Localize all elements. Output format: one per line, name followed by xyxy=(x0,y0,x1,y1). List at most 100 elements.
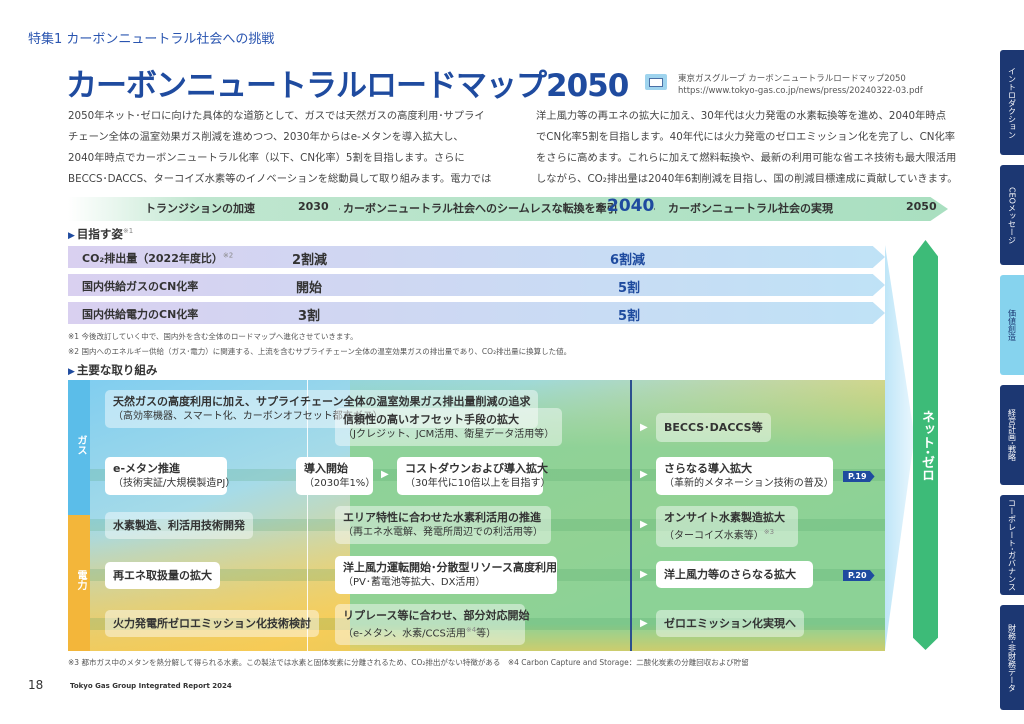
report-name: Tokyo Gas Group Integrated Report 2024 xyxy=(70,682,232,690)
box-title: オンサイト水素製造拡大 xyxy=(664,511,785,524)
box-title: ゼロエミッション化実現へ xyxy=(664,617,796,630)
page-ref-link[interactable]: P.20 xyxy=(843,570,875,581)
box-sub: （Jクレジット、JCM活用、衛星データ活用等） xyxy=(343,429,555,440)
arrow-right-icon: ▶ xyxy=(640,422,648,433)
note-mark: ※1 xyxy=(122,227,134,236)
side-tab-value[interactable]: 価値創造 xyxy=(1000,275,1024,375)
band-stripe xyxy=(90,618,885,630)
box-title: さらなる導入拡大 xyxy=(664,462,752,475)
targets-heading: 目指す姿※1 xyxy=(68,226,133,242)
page-number: 18 xyxy=(28,678,44,692)
initiative-box: 水素製造、利活用技術開発 xyxy=(105,512,253,539)
divider-2040 xyxy=(630,380,632,651)
side-tab-strategy[interactable]: 経営計画･戦略 xyxy=(1000,385,1024,485)
year-2050: 2050 xyxy=(906,200,937,213)
note-mark: ※4 xyxy=(465,626,477,634)
text-line: BECCS･DACCS、ターコイズ水素等のイノベーションを総動員して取り組みます… xyxy=(68,173,492,185)
side-tab-governance[interactable]: コーポレート･ガバナンス xyxy=(1000,495,1024,595)
row-label: 国内供給ガスのCN化率 xyxy=(82,280,199,293)
footnote: ※2 国内へのエネルギー供給（ガス･電力）に関連する、上流を含むサプライチェーン… xyxy=(68,347,572,356)
initiative-box: 洋上風力運転開始･分散型リソース高度利用（PV･蓄電池等拡大、DX活用） xyxy=(335,556,557,594)
initiative-box: BECCS･DACCS等 xyxy=(656,413,771,442)
side-tab-ceo[interactable]: CEOメッセージ xyxy=(1000,165,1024,265)
box-title: 導入開始 xyxy=(304,462,348,475)
heading-text: 目指す姿 xyxy=(76,227,123,241)
box-title: リプレース等に合わせ、部分対応開始 xyxy=(343,609,530,622)
initiative-box: 導入開始 （2030年1%） xyxy=(296,457,376,495)
side-tab-intro[interactable]: イントロダクション xyxy=(1000,50,1024,155)
text-line: チェーン全体の温室効果ガス削減を進めつつ、2030年からはe-メタンを導入拡大し… xyxy=(68,131,464,143)
arrow-right-icon: ▶ xyxy=(640,618,648,629)
box-title: コストダウンおよび導入拡大 xyxy=(405,462,548,475)
box-sub: （革新的メタネーション技術の普及） xyxy=(664,478,834,489)
value-2030: 2割減 xyxy=(292,253,328,268)
gas-label-strip: ガス xyxy=(68,380,90,515)
panel-overlay xyxy=(350,380,885,651)
text-line: しながら、CO₂排出量は2040年6割削減を目指し、国の削減目標達成に貢献してい… xyxy=(536,173,958,185)
text-line: 2040年時点でカーボンニュートラル化率（以下、CN化率）5割を目指します。さら… xyxy=(68,152,465,164)
link-label[interactable]: 東京ガスグループ カーボンニュートラルロードマップ2050 xyxy=(678,74,906,84)
box-sub: （技術実証/大規模製造PJ） xyxy=(113,478,236,489)
row-label: CO₂排出量（2022年度比）※2 xyxy=(82,250,233,266)
document-icon xyxy=(645,74,667,90)
gas-label: ガス xyxy=(75,435,86,455)
box-sub: （高効率機器、スマート化、カーボンオフセット都市ガス） xyxy=(113,411,383,422)
page-title: カーボンニュートラルロードマップ2050 xyxy=(66,68,629,104)
footnote: ※1 今後改訂していく中で、国内外を含む全体のロードマップへ進化させていきます。 xyxy=(68,332,358,341)
box-sub: （e-メタン、水素/CCS活用 xyxy=(343,628,466,640)
initiative-box: リプレース等に合わせ、部分対応開始（e-メタン、水素/CCS活用※4等） xyxy=(335,604,530,646)
value-2040: 6割減 xyxy=(610,253,646,268)
link-url[interactable]: https://www.tokyo-gas.co.jp/news/press/2… xyxy=(678,86,923,96)
initiative-box: コストダウンおよび導入拡大 （30年代に10倍以上を目指す） xyxy=(397,457,551,495)
box-title: 信頼性の高いオフセット手段の拡大 xyxy=(343,413,519,426)
intro-left: 2050年ネット･ゼロに向けた具体的な道筋として、ガスでは天然ガスの高度利用･サ… xyxy=(68,106,518,190)
section-header: 特集1 カーボンニュートラル社会への挑戦 xyxy=(28,32,275,47)
chevron-icon xyxy=(330,196,340,222)
bottom-footnote: ※3 都市ガス中のメタンを熱分解して得られる水素。この製法では水素と固体炭素に分… xyxy=(68,658,749,667)
value-2040: 5割 xyxy=(618,309,641,324)
power-label: 電力 xyxy=(75,570,86,590)
initiative-box: エリア特性に合わせた水素利活用の推進（再エネ水電解、発電所周辺での利活用等） xyxy=(335,506,551,544)
box-sub: （2030年1%） xyxy=(304,478,376,489)
timeline-band xyxy=(68,197,948,221)
box-sub: （30年代に10倍以上を目指す） xyxy=(405,478,551,489)
text-line: 2050年ネット･ゼロに向けた具体的な道筋として、ガスでは天然ガスの高度利用･サ… xyxy=(68,110,485,122)
arrow-right-icon: ▶ xyxy=(381,469,389,480)
side-tab-data[interactable]: 財務･非財務データ xyxy=(1000,605,1024,710)
power-label-strip: 電力 xyxy=(68,515,90,651)
initiative-box: 天然ガスの高度利用に加え、サプライチェーン全体の温室効果ガス排出量削減の追求 （高… xyxy=(105,390,539,428)
initiative-box: 洋上風力等のさらなる拡大 xyxy=(656,561,813,588)
year-2030: 2030 xyxy=(298,200,329,213)
initiative-box: さらなる導入拡大 （革新的メタネーション技術の普及） xyxy=(656,457,834,495)
arrow-right-icon: ▶ xyxy=(640,469,648,480)
phase-3: カーボンニュートラル社会の実現 xyxy=(668,202,833,215)
arrow-right-icon: ▶ xyxy=(640,519,648,530)
band-stripe xyxy=(90,519,885,531)
box-title: 天然ガスの高度利用に加え、サプライチェーン全体の温室効果ガス排出量削減の追求 xyxy=(113,395,531,408)
value-2030: 開始 xyxy=(296,281,323,296)
initiatives-heading: 主要な取り組み xyxy=(68,362,158,378)
initiative-box: オンサイト水素製造拡大 （ターコイズ水素等）※3 xyxy=(656,506,798,548)
label-text: CO₂排出量（2022年度比） xyxy=(82,252,223,265)
box-title: エリア特性に合わせた水素利活用の推進 xyxy=(343,511,541,524)
value-2030: 3割 xyxy=(298,309,321,324)
initiative-box: 再エネ取扱量の拡大 xyxy=(105,562,220,589)
target-row xyxy=(68,246,885,268)
initiative-box: 信頼性の高いオフセット手段の拡大 （Jクレジット、JCM活用、衛星データ活用等） xyxy=(335,408,563,446)
text-line: をさらに高めます。これらに加えて燃料転換や、最新の利用可能な省エネ技術も最大限活… xyxy=(536,152,957,164)
funnel-shape xyxy=(885,245,913,650)
box-sub: （ターコイズ水素等） xyxy=(664,530,764,542)
year-2040: 2040 xyxy=(607,196,655,216)
box-title: 洋上風力運転開始･分散型リソース高度利用 xyxy=(343,561,557,574)
row-label: 国内供給電力のCN化率 xyxy=(82,308,199,321)
initiative-box: ゼロエミッション化実現へ xyxy=(656,610,804,637)
box-title: 火力発電所ゼロエミッション化技術検討 xyxy=(113,617,311,630)
net-zero-arrow xyxy=(913,240,938,650)
text-line: でCN化率5割を目指します。40年代には火力発電のゼロエミッション化を完了し、C… xyxy=(536,131,956,143)
note-mark: ※3 xyxy=(763,528,775,536)
note-mark: ※2 xyxy=(222,251,234,260)
page-ref-link[interactable]: P.19 xyxy=(843,471,875,482)
initiative-box: e-メタン推進（技術実証/大規模製造PJ） xyxy=(105,457,236,495)
net-zero-label: ネット･ゼロ xyxy=(919,410,934,482)
arrow-right-icon: ▶ xyxy=(640,569,648,580)
